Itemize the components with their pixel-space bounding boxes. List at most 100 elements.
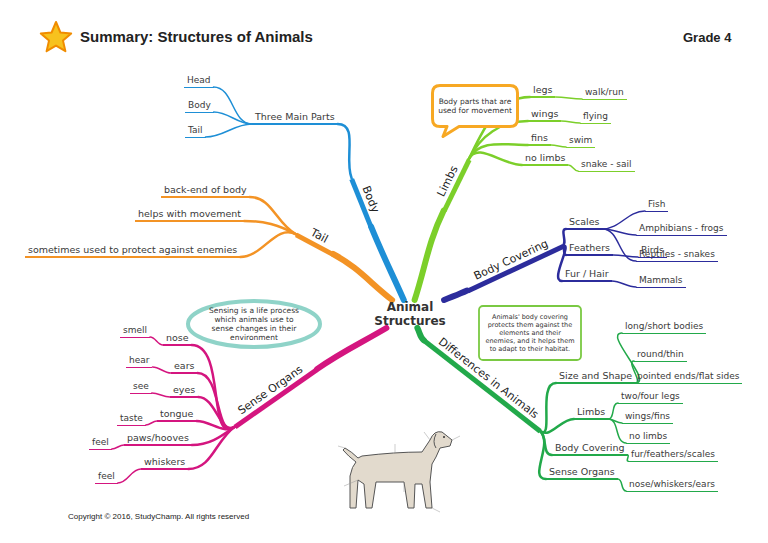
branch-topic: Three Main Parts: [252, 111, 338, 125]
branch-line: [608, 419, 626, 443]
branch-line: [192, 426, 235, 445]
branch-topic: Mammals: [636, 275, 686, 288]
branch-topic: Head: [184, 75, 214, 88]
branch-line: [198, 373, 236, 428]
branch-topic: Size and Shape: [556, 370, 635, 384]
branch-line: [152, 393, 170, 397]
node-text: Fur / Hair: [565, 268, 609, 279]
node-text: Birds: [641, 245, 664, 255]
branch-topic: Feathers: [566, 242, 613, 256]
node-text: legs: [533, 84, 552, 95]
branch-topic: feel: [95, 471, 118, 484]
branch-topic: legs: [530, 84, 555, 98]
branch-line: [539, 431, 546, 479]
branch-topic: fins: [528, 132, 551, 146]
node-text: Feathers: [569, 242, 610, 253]
branch-topic: Birds: [638, 245, 667, 258]
branch-line: [608, 403, 618, 419]
branch-line: [556, 97, 583, 99]
branch-topic: Amphibians - frogs: [636, 223, 727, 236]
node-text: wings/fins: [625, 411, 670, 421]
node-text: hear: [129, 355, 149, 365]
branch-topic: sometimes used to protect against enemie…: [25, 244, 240, 258]
node-text: Body Covering: [555, 442, 625, 453]
branch-line: [618, 479, 626, 491]
branch-line: [240, 232, 296, 257]
branch-line: [192, 345, 236, 429]
branch-topic: wings: [528, 108, 561, 122]
callout-box: Animals' body covering protects them aga…: [478, 305, 582, 361]
node-text: Tail: [188, 125, 203, 135]
branch-topic: smell: [120, 325, 150, 338]
grade-label: Grade 4: [683, 30, 731, 45]
branch-topic: ears: [171, 360, 198, 374]
node-text: whiskers: [144, 456, 185, 467]
branch-topic: Fish: [645, 199, 668, 212]
node-text: Body parts that are used for movement: [437, 97, 513, 115]
branch-topic: helps with movement: [135, 208, 244, 222]
star-icon: [41, 22, 71, 51]
page-title: Summary: Structures of Animals: [80, 28, 313, 45]
dog-body: [343, 432, 452, 508]
branch-line: [214, 112, 252, 124]
node-text: Head: [187, 75, 211, 85]
speech-bubble: [433, 86, 518, 137]
branch-topic: Fur / Hair: [562, 268, 612, 282]
node-text: Body: [359, 184, 381, 215]
node-text: Limbs: [434, 163, 460, 198]
branch-line: [188, 426, 235, 469]
branch-topic: pointed ends/flat sides: [634, 371, 742, 384]
callout-box: Body parts that are used for movement: [431, 84, 519, 138]
node-text: sometimes used to protect against enemie…: [28, 244, 237, 255]
node-text: Mammals: [639, 275, 683, 285]
branch-topic: taste: [117, 413, 146, 426]
main-branch-line: [444, 291, 467, 301]
branch-line: [150, 337, 163, 345]
branch-topic: nose/whiskers/ears: [626, 479, 718, 492]
main-branch-line: [333, 254, 392, 300]
node-text: two/four legs: [621, 391, 680, 401]
branch-topic: two/four legs: [618, 391, 683, 404]
node-text: Sense Organs: [235, 362, 305, 416]
node-text: no limbs: [525, 152, 565, 163]
branch-line: [118, 469, 141, 483]
branch-line: [206, 124, 253, 137]
node-text: back-end of body: [164, 184, 247, 195]
dog-illustration: [338, 432, 460, 512]
branch-topic: walk/run: [582, 87, 627, 100]
branch-topic: Scales: [566, 216, 603, 230]
main-branch: Body: [349, 172, 386, 227]
node-text: fur/feathers/scales: [631, 449, 715, 459]
node-text: see: [133, 381, 149, 391]
branch-topic: no limbs: [522, 152, 568, 166]
node-text: feel: [98, 471, 115, 481]
node-text: Scales: [569, 216, 600, 227]
node-text: paws/hooves: [127, 432, 189, 443]
branch-topic: no limbs: [626, 431, 670, 444]
branch-topic: Limbs: [574, 406, 608, 420]
node-text: nose/whiskers/ears: [629, 479, 715, 489]
node-text: walk/run: [585, 87, 624, 97]
branch-topic: feel: [89, 437, 112, 450]
node-text: Fish: [648, 199, 665, 209]
branch-line: [612, 281, 636, 287]
branch-topic: fur/feathers/scales: [628, 449, 718, 462]
node-text: no limbs: [629, 431, 667, 441]
branch-line: [540, 419, 574, 433]
node-text: eyes: [173, 384, 195, 395]
main-branch: Tail: [295, 220, 341, 256]
branch-line: [632, 361, 638, 383]
node-text: Limbs: [577, 406, 605, 417]
main-branch-line: [317, 328, 386, 369]
branch-topic: see: [130, 381, 152, 394]
node-text: fins: [531, 132, 548, 143]
branch-topic: whiskers: [141, 456, 188, 470]
branch-line: [469, 153, 522, 165]
node-text: nose: [166, 332, 189, 343]
node-text: flying: [583, 111, 608, 121]
branch-line: [146, 421, 157, 425]
branch-topic: back-end of body: [161, 184, 250, 198]
branch-topic: swim: [566, 135, 595, 148]
branch-line: [250, 197, 297, 234]
branch-topic: flying: [580, 111, 611, 124]
